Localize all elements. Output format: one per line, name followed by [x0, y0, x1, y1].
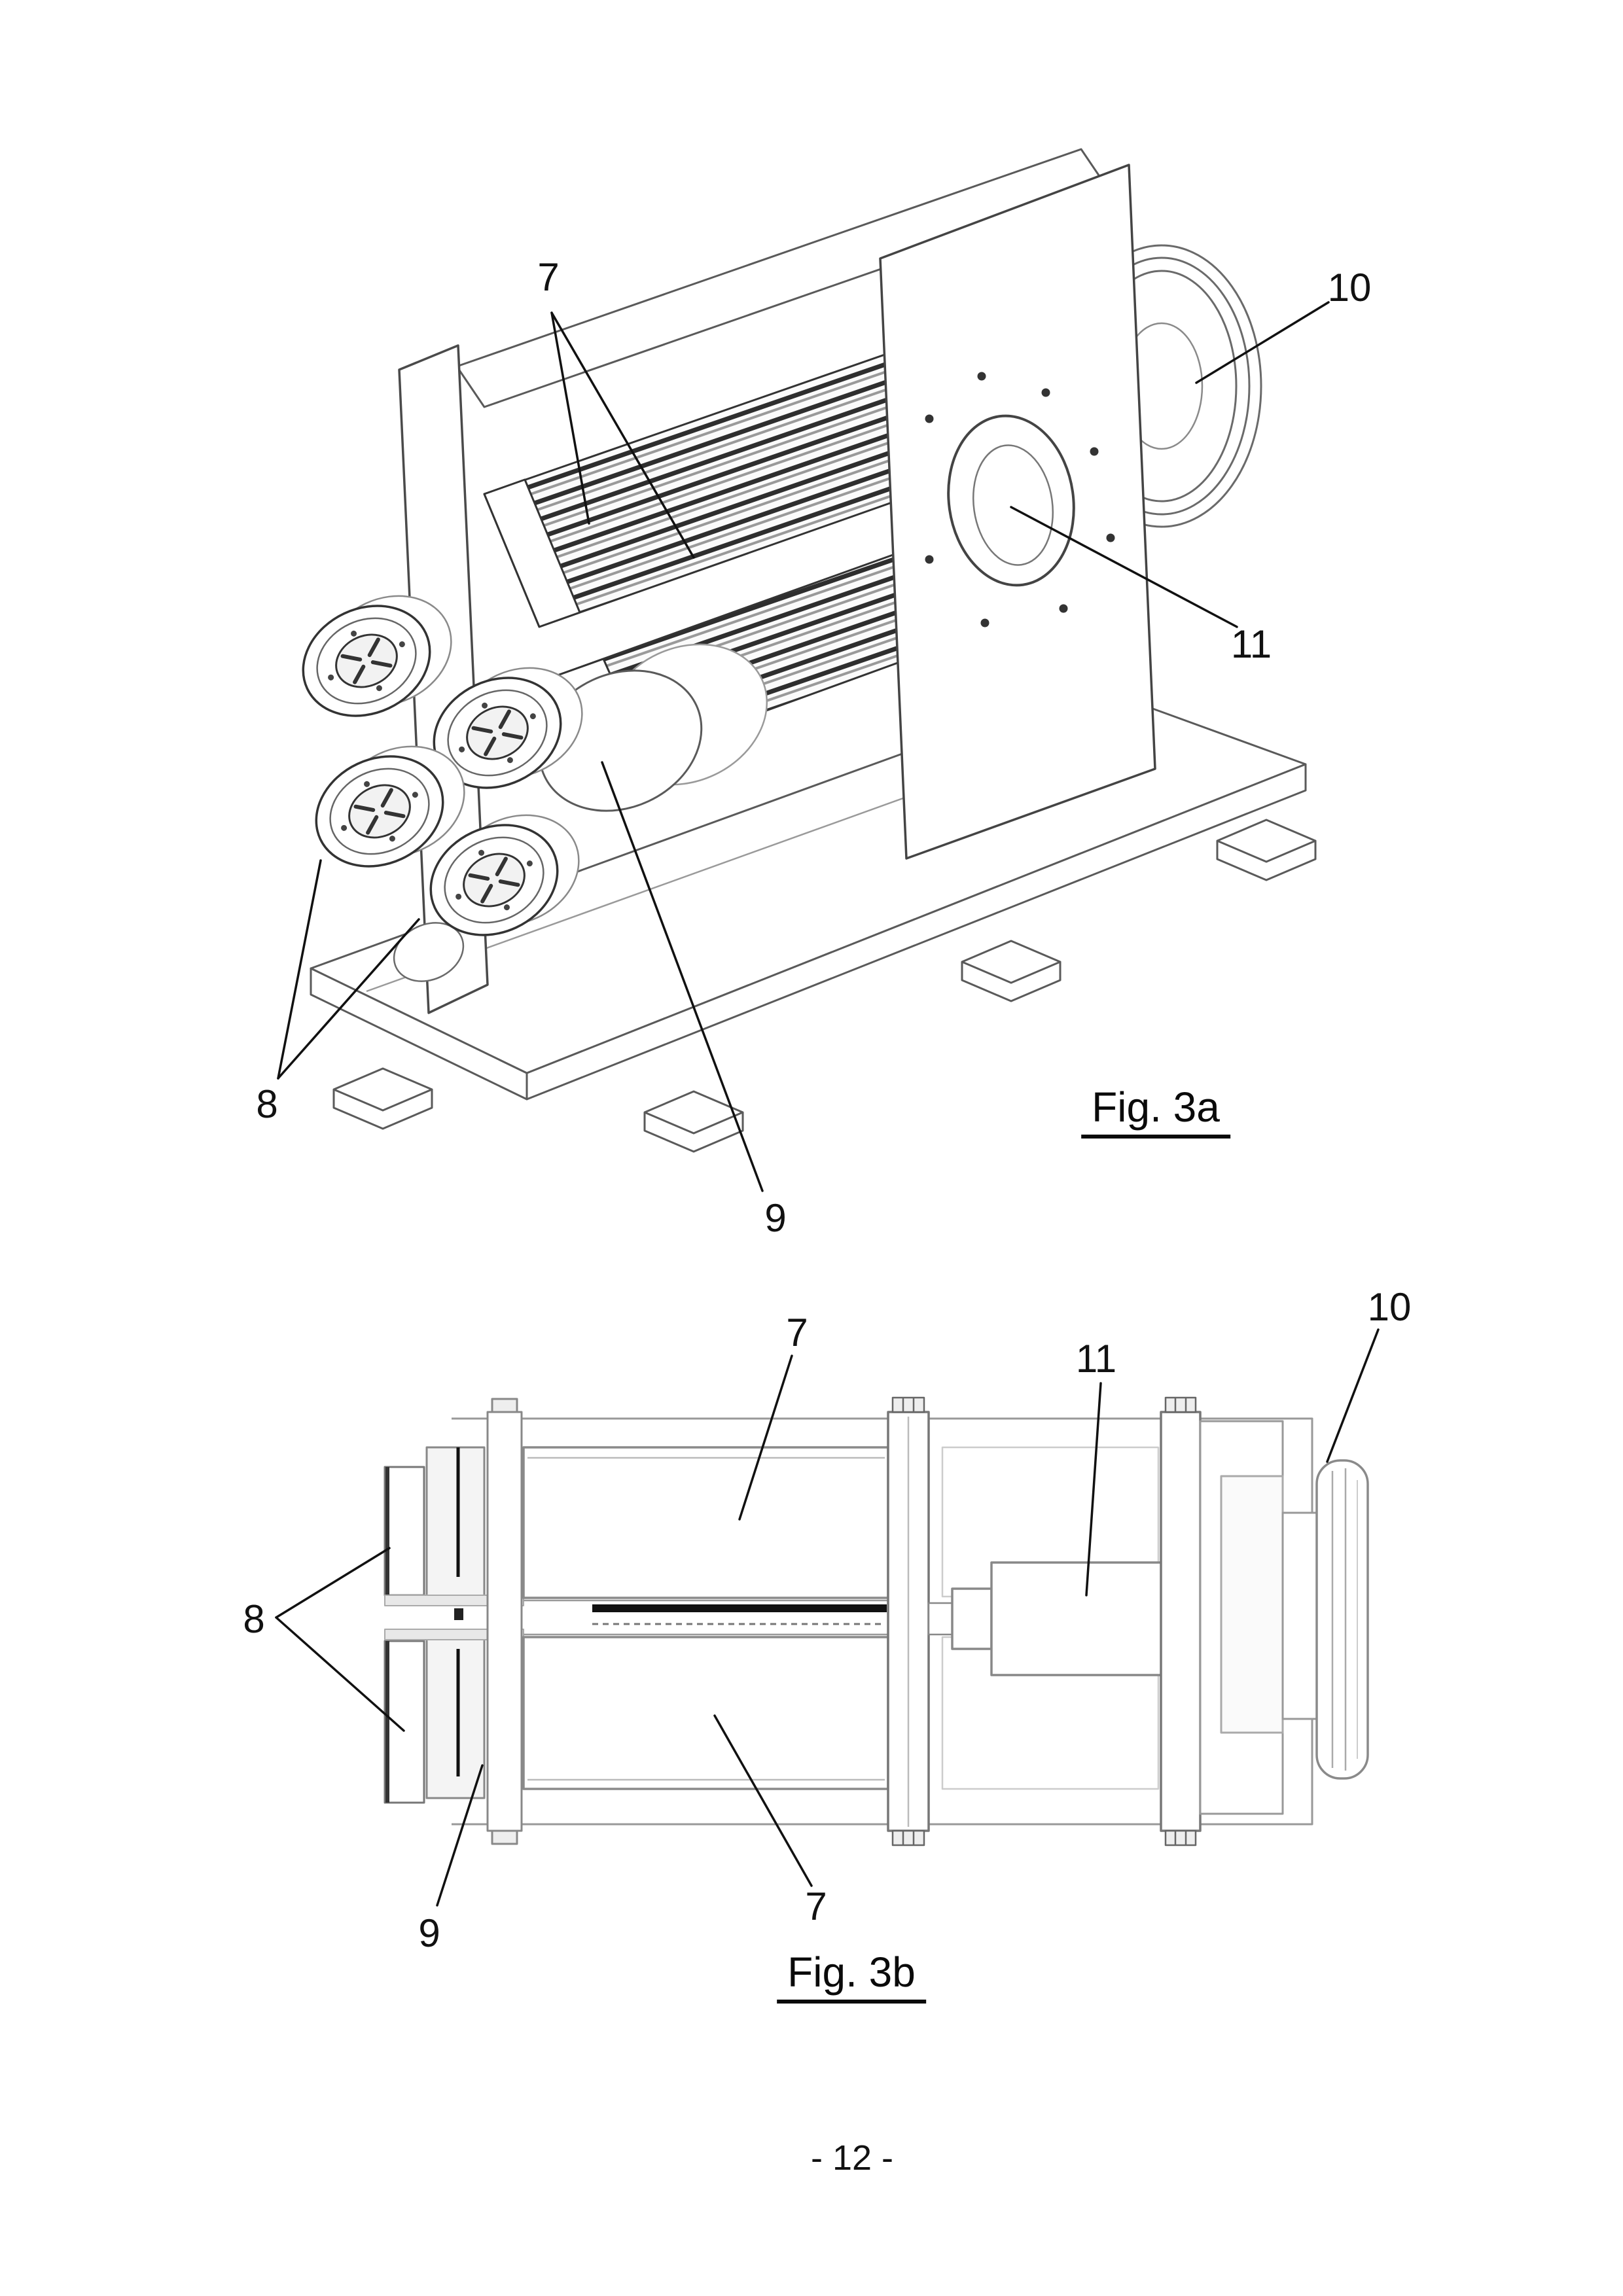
- lower-roller-3b: [522, 1636, 889, 1790]
- end-cap-stack-3b: [383, 1446, 524, 1804]
- bearing-housing-3b: [1199, 1420, 1318, 1815]
- ref-label-10-fig3a: 10: [1327, 266, 1372, 309]
- middle-plate-3b: [887, 1396, 930, 1846]
- ref-label-10-fig3b: 10: [1367, 1285, 1412, 1329]
- leader-lines-3b: [275, 1328, 1380, 1907]
- bearing-caps-3a: [302, 595, 583, 936]
- ref-label-7-fig3a: 7: [537, 255, 560, 299]
- figure-3a-drawing: [277, 148, 1330, 1192]
- ref-label-11-fig3b: 11: [1075, 1337, 1117, 1381]
- bolt-holes-3a: [925, 372, 1115, 627]
- ref-label-8-fig3a: 8: [256, 1082, 278, 1126]
- left-end-plate-3b: [486, 1398, 523, 1845]
- ref-label-9-fig3b: 9: [418, 1911, 440, 1955]
- small-cap-3a: [393, 922, 465, 982]
- ref-label-11-fig3a: 11: [1230, 622, 1272, 666]
- base-feet-3a: [332, 819, 1317, 1153]
- ref-label-9-fig3a: 9: [764, 1196, 787, 1240]
- ref-label-7-bottom-fig3b: 7: [805, 1884, 827, 1928]
- right-end-plate-3b: [1160, 1396, 1202, 1846]
- figure-3a-caption: Fig. 3a: [1081, 1086, 1230, 1139]
- ref-label-7-top-fig3b: 7: [786, 1311, 808, 1354]
- figure-3b-drawing: [275, 1328, 1380, 1907]
- ref-label-8-fig3b: 8: [243, 1597, 265, 1641]
- page-number: - 12 -: [810, 2138, 894, 2178]
- figure-3b-caption: Fig. 3b: [777, 1951, 926, 2004]
- upper-roller-3b: [522, 1446, 889, 1599]
- flange-3b: [1315, 1459, 1369, 1780]
- leader-lines-3a: [277, 301, 1330, 1192]
- shaft-cone-3b: [927, 1561, 1163, 1676]
